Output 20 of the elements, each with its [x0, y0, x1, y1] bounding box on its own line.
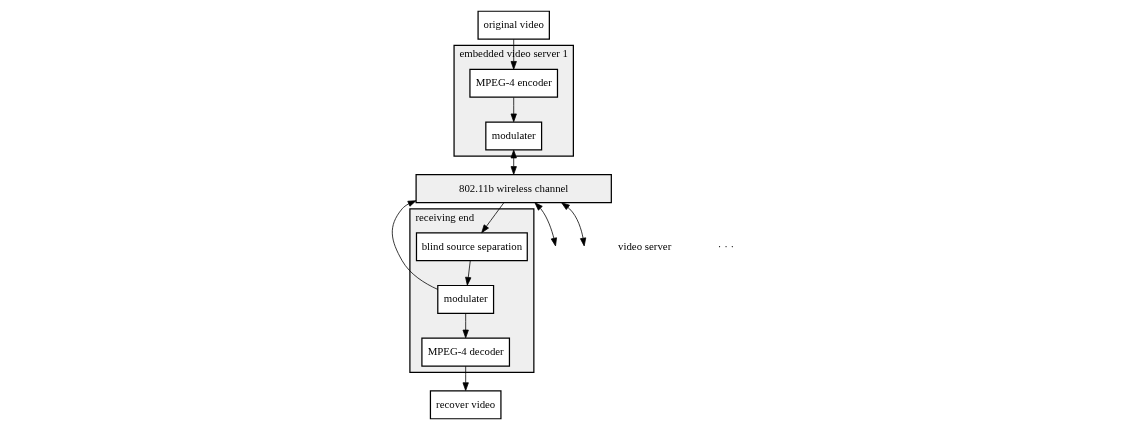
arrow — [462, 313, 469, 339]
label: video server — [617, 239, 671, 252]
node-box: modulater — [436, 284, 494, 314]
arrow — [391, 200, 438, 290]
node-box: original video — [476, 10, 550, 40]
arrow — [510, 149, 517, 175]
arrow — [510, 39, 517, 70]
node-box: MPEG-4 decoder — [420, 337, 510, 367]
arrow — [480, 202, 504, 234]
node-box: MPEG-4 encoder — [468, 68, 558, 98]
node-box: recover video — [429, 390, 502, 420]
arrow — [560, 202, 586, 247]
arrow — [464, 260, 471, 286]
arrow — [462, 365, 469, 391]
label: · · · — [717, 239, 734, 252]
node-box: modulater — [484, 121, 542, 151]
node-box: 802.11b wireless channel — [415, 174, 612, 204]
arrow — [534, 202, 557, 247]
arrow — [510, 97, 517, 123]
node-box: blind source separation — [415, 232, 528, 262]
